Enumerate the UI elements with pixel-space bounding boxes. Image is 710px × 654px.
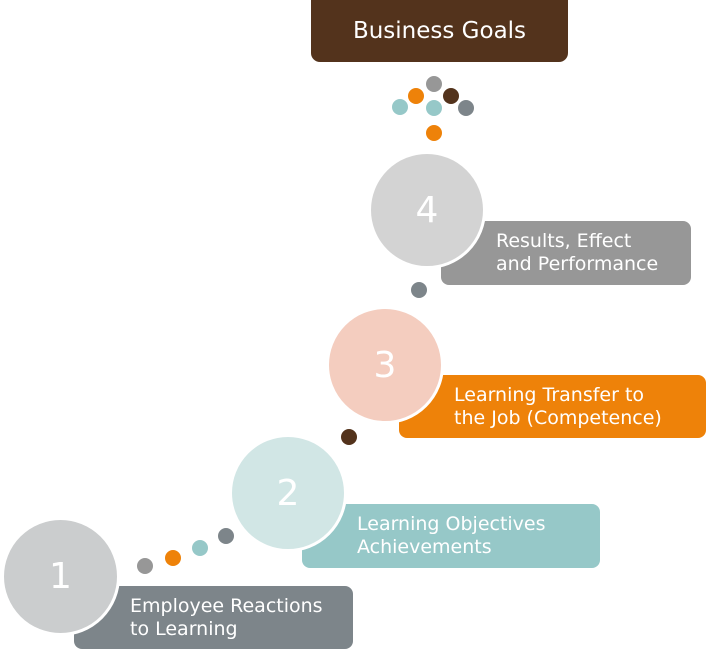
connector-dot — [426, 100, 442, 116]
connector-dot — [426, 76, 442, 92]
connector-dot — [411, 282, 427, 298]
level-3-label-line2: the Job (Competence) — [454, 407, 662, 429]
connector-dot — [392, 99, 408, 115]
level-3-box: Learning Transfer to the Job (Competence… — [399, 375, 706, 438]
level-1-number: 1 — [49, 556, 72, 597]
connector-dot — [443, 88, 459, 104]
level-2-label-line1: Learning Objectives — [357, 513, 546, 535]
level-4-number: 4 — [415, 189, 439, 231]
business-goals-box: Business Goals — [311, 0, 568, 62]
level-2-label-line2: Achievements — [357, 536, 492, 558]
level-4-label-line2: and Performance — [496, 253, 659, 275]
connector-dot — [192, 540, 208, 556]
level-4-circle: 4 — [368, 151, 486, 269]
level-3-number: 3 — [373, 344, 397, 386]
level-1-box: Employee Reactions to Learning — [74, 586, 353, 649]
business-goals-label: Business Goals — [352, 18, 527, 44]
connector-dot — [137, 558, 153, 574]
level-1-label-line2: to Learning — [130, 618, 238, 640]
level-1-circle: 1 — [1, 517, 120, 636]
level-4-label-line1: Results, Effect — [496, 230, 632, 252]
level-3-circle: 3 — [326, 306, 444, 424]
level-4-box: Results, Effect and Performance — [441, 221, 691, 285]
connector-dot — [408, 88, 424, 104]
level-2-number: 2 — [276, 472, 300, 514]
connector-dot — [218, 528, 234, 544]
connector-dot — [341, 429, 357, 445]
connector-dot — [426, 125, 442, 141]
level-2-box: Learning Objectives Achievements — [302, 504, 600, 568]
level-2-circle: 2 — [229, 434, 347, 552]
level-1-label-line1: Employee Reactions — [130, 595, 323, 617]
connector-dot — [458, 100, 474, 116]
level-3-label-line1: Learning Transfer to — [454, 384, 645, 406]
connector-dot — [165, 550, 181, 566]
